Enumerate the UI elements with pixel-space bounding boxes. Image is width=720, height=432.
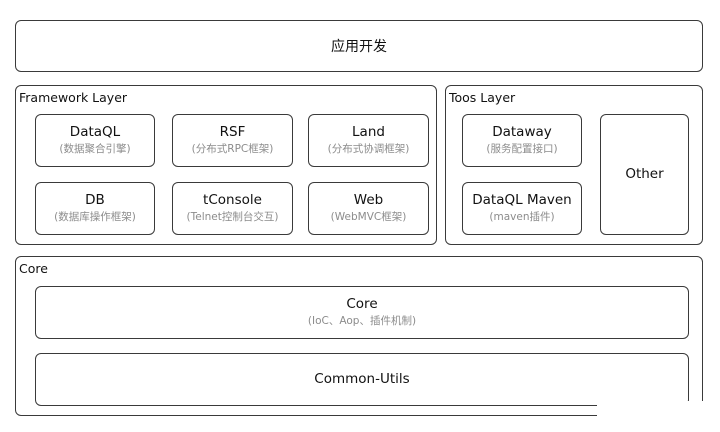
module-dataql-maven-desc: (maven插件)	[489, 211, 555, 223]
app-development-label: 应用开发	[331, 39, 387, 55]
core-layer-title: Core	[19, 261, 48, 276]
app-development-box: 应用开发	[15, 20, 703, 72]
tools-layer-title: Toos Layer	[449, 90, 516, 105]
module-dataql-desc: (数据聚合引擎)	[59, 143, 131, 155]
module-web-desc: (WebMVC框架)	[330, 211, 407, 223]
module-dataql-name: DataQL	[69, 124, 121, 140]
module-db-name: DB	[85, 192, 105, 208]
module-dataql-maven-name: DataQL Maven	[472, 192, 572, 208]
module-rsf: RSF (分布式RPC框架)	[172, 114, 293, 167]
module-dataql-maven: DataQL Maven (maven插件)	[462, 182, 582, 235]
framework-layer-title: Framework Layer	[19, 90, 128, 105]
module-db: DB (数据库操作框架)	[35, 182, 155, 235]
module-tconsole: tConsole (Telnet控制台交互)	[172, 182, 293, 235]
module-dataql: DataQL (数据聚合引擎)	[35, 114, 155, 167]
white-cover-patch	[597, 401, 720, 432]
module-rsf-desc: (分布式RPC框架)	[191, 143, 274, 155]
module-rsf-name: RSF	[219, 124, 246, 140]
module-dataway-desc: (服务配置接口)	[486, 143, 558, 155]
module-land: Land (分布式协调框架)	[308, 114, 429, 167]
module-land-desc: (分布式协调框架)	[327, 143, 410, 155]
module-tconsole-desc: (Telnet控制台交互)	[186, 211, 279, 223]
module-common-utils: Common-Utils	[35, 353, 689, 406]
module-land-name: Land	[352, 124, 385, 140]
module-web: Web (WebMVC框架)	[308, 182, 429, 235]
module-web-name: Web	[353, 192, 384, 208]
module-core-name: Core	[346, 296, 378, 312]
module-core-desc: (IoC、Aop、插件机制)	[307, 315, 417, 327]
module-core: Core (IoC、Aop、插件机制)	[35, 286, 689, 339]
tools-layer: Toos Layer Dataway (服务配置接口) DataQL Maven…	[445, 85, 703, 245]
core-layer: Core Core (IoC、Aop、插件机制) Common-Utils	[15, 256, 703, 416]
module-tconsole-name: tConsole	[203, 192, 262, 208]
module-other: Other	[600, 114, 689, 235]
module-other-name: Other	[625, 166, 664, 182]
module-db-desc: (数据库操作框架)	[54, 211, 136, 223]
module-dataway-name: Dataway	[492, 124, 552, 140]
module-common-utils-name: Common-Utils	[314, 371, 410, 387]
framework-layer: Framework Layer DataQL (数据聚合引擎) RSF (分布式…	[15, 85, 437, 245]
module-dataway: Dataway (服务配置接口)	[462, 114, 582, 167]
